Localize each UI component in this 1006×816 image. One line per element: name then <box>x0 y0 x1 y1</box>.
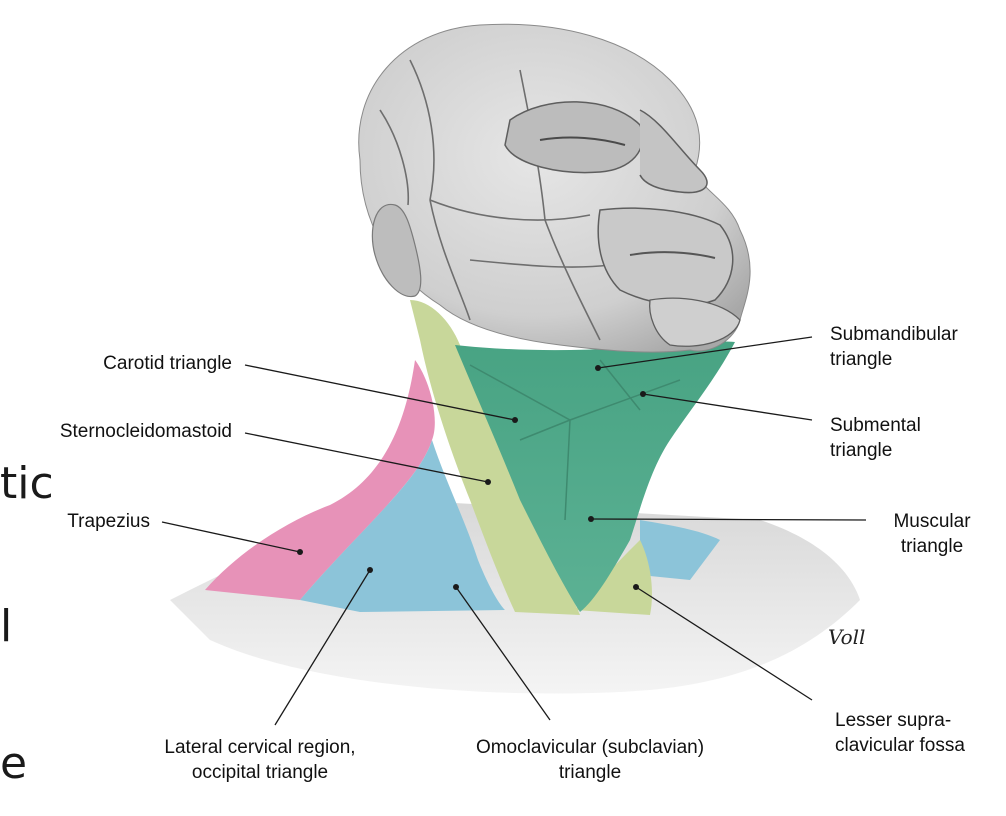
label-trapezius: Trapezius <box>40 509 150 534</box>
label-muscular-triangle: Muscular triangle <box>872 509 992 559</box>
label-carotid-triangle: Carotid triangle <box>40 351 232 376</box>
label-sternocleidomastoid: Sternocleidomastoid <box>20 419 232 444</box>
label-omoclavicular-triangle: Omoclavicular (subclavian) triangle <box>440 735 740 785</box>
label-lateral-cervical-region: Lateral cervical region, occipital trian… <box>110 735 410 785</box>
label-lesser-supraclavicular-fossa: Lesser supra- clavicular fossa <box>835 708 1005 758</box>
label-submental-triangle: Submental triangle <box>830 413 1000 463</box>
slide-text-fragment-2: l <box>0 605 12 649</box>
artist-signature: Voll <box>828 625 865 649</box>
slide-text-fragment-3: e <box>0 742 27 786</box>
slide-text-fragment-1: tic <box>0 462 54 506</box>
label-submandibular-triangle: Submandibular triangle <box>830 322 1000 372</box>
